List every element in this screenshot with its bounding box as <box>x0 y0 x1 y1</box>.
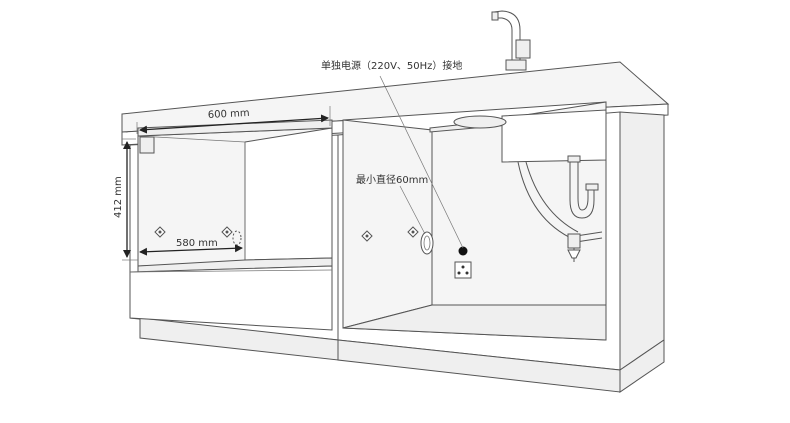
drawer <box>129 265 333 331</box>
height-label: 412 mm <box>113 176 124 218</box>
power-label: 单独电源（220V、50Hz）接地 <box>321 59 462 72</box>
power-socket-icon <box>454 246 472 279</box>
pipe-hole-icon <box>420 231 434 255</box>
width-top-label: 600 mm <box>208 108 250 121</box>
width-bottom-label: 580 mm <box>176 238 218 249</box>
mount-screws <box>154 226 419 246</box>
diameter-label: 最小直径60mm <box>356 173 428 186</box>
dimension-height-412 <box>122 138 138 261</box>
sink <box>453 109 607 262</box>
dimension-width-600 <box>136 106 331 134</box>
power-leader-line <box>379 75 464 249</box>
dimension-depth-580 <box>139 244 243 256</box>
diameter-leader-line <box>399 185 426 235</box>
faucet-icon <box>491 10 531 71</box>
left-compartment <box>137 119 333 273</box>
